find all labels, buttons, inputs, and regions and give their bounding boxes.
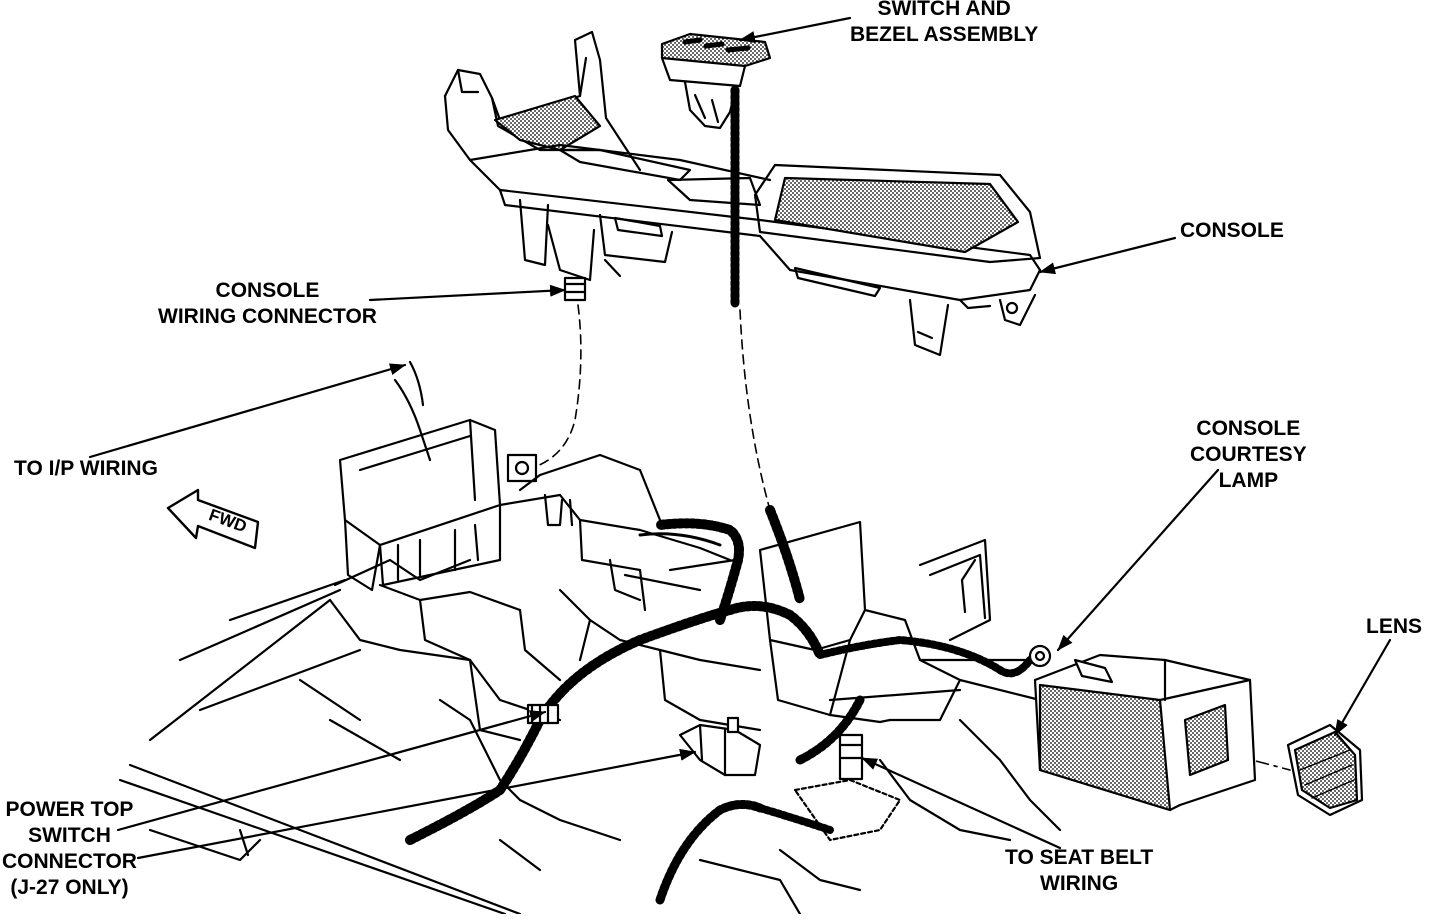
- guide-connector: [524, 304, 582, 471]
- label-console: CONSOLE: [1180, 219, 1284, 242]
- seat-belt-connector: [838, 733, 864, 781]
- label-power-top-switch-connector: POWER TOP SWITCH CONNECTOR (J-27 ONLY): [2, 797, 137, 901]
- label-ptsc-line4: (J-27 ONLY): [10, 876, 129, 899]
- fwd-arrow: [166, 488, 260, 550]
- switch-bezel-part: [660, 32, 772, 130]
- label-ptsc-line2: SWITCH: [28, 824, 111, 847]
- console-part: [443, 30, 1042, 357]
- floor-harness: [405, 505, 1034, 905]
- label-switch-bezel-line2: BEZEL ASSEMBLY: [850, 23, 1039, 46]
- label-ptsc-line1: POWER TOP: [5, 798, 134, 821]
- leader-switch-bezel: [738, 16, 852, 43]
- label-ccl-line1: CONSOLE: [1196, 417, 1301, 440]
- label-switch-bezel: SWITCH AND BEZEL ASSEMBLY: [850, 0, 1038, 48]
- label-cwc-line1: CONSOLE: [215, 279, 320, 302]
- label-console-wiring-connector: CONSOLE WIRING CONNECTOR: [158, 278, 377, 330]
- label-lens: LENS: [1366, 615, 1423, 638]
- label-ccl-line2: COURTESY: [1190, 443, 1307, 466]
- label-ptsc-line3: CONNECTOR: [2, 850, 137, 873]
- label-ccl-line3: LAMP: [1218, 469, 1279, 492]
- power-top-connector: [678, 716, 762, 777]
- label-to-seat-belt-wiring: TO SEAT BELT WIRING: [1005, 845, 1153, 897]
- leader-courtesy-lamp: [1056, 468, 1220, 652]
- label-tsbw-line1: TO SEAT BELT: [1005, 846, 1154, 869]
- label-switch-bezel-line1: SWITCH AND: [877, 0, 1011, 20]
- courtesy-lamp-socket: [1028, 644, 1052, 668]
- label-to-ip-wiring: TO I/P WIRING: [14, 457, 158, 480]
- label-console-courtesy-lamp: CONSOLE COURTESY LAMP: [1190, 416, 1307, 494]
- leader-console: [1038, 236, 1177, 275]
- guide-harness: [739, 309, 771, 511]
- lens-part: [1286, 723, 1364, 817]
- leader-console-wiring-connector: [368, 284, 567, 302]
- leader-to-ip-wiring: [88, 363, 407, 459]
- leader-seat-belt: [860, 756, 1062, 850]
- leader-lines: [88, 16, 1392, 860]
- label-cwc-line2: WIRING CONNECTOR: [158, 305, 377, 328]
- leader-power-top-a: [136, 748, 697, 860]
- floor-tunnel: [118, 360, 1122, 916]
- label-tsbw-line2: WIRING: [1040, 872, 1119, 895]
- leader-power-top-b: [116, 710, 547, 832]
- lamp-housing: [1033, 653, 1257, 812]
- leader-lens: [1333, 638, 1392, 737]
